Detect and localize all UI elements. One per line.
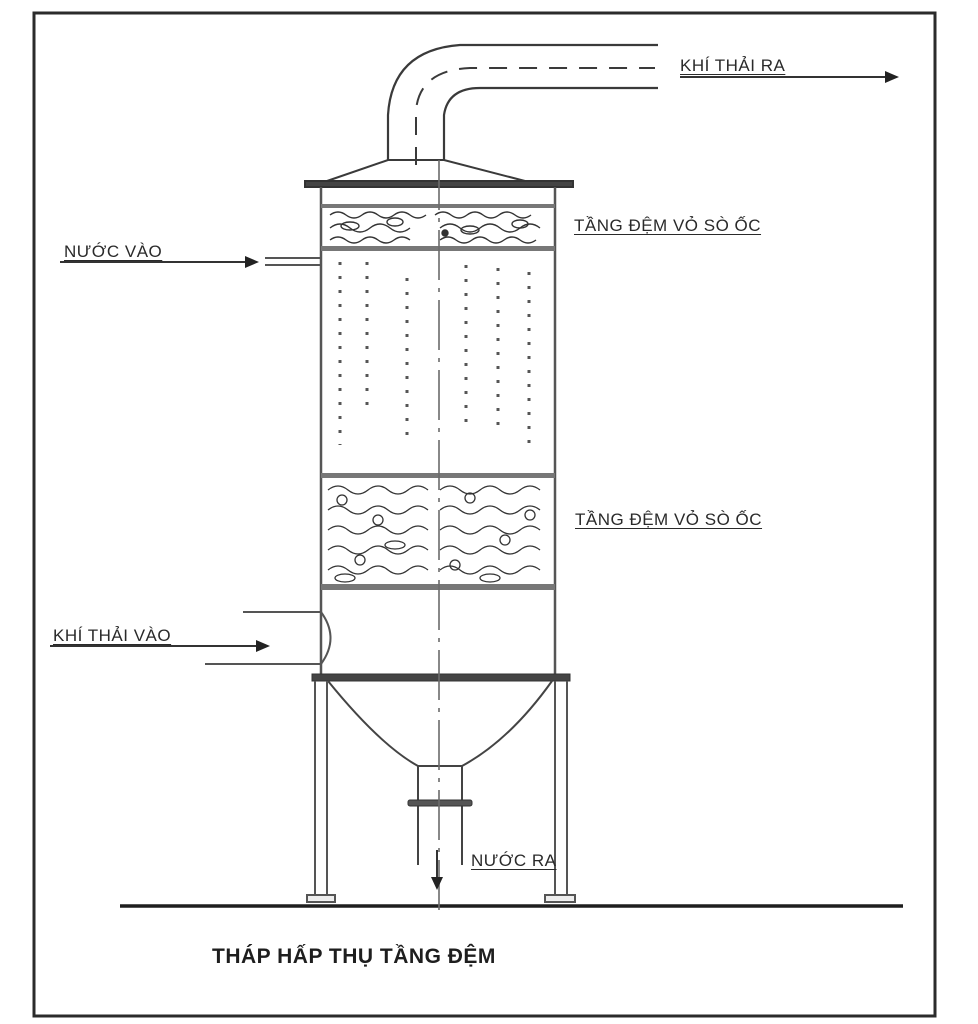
label-gas-in: KHÍ THẢI VÀO [53, 626, 172, 645]
water-out-arrow-icon [431, 850, 443, 890]
spray-droplet-columns [338, 262, 531, 450]
drain-flange [407, 799, 473, 807]
diagram-title: THÁP HẤP THỤ TẦNG ĐỆM [212, 945, 496, 968]
water-in-arrow-icon [60, 256, 259, 268]
column-shell [319, 187, 557, 676]
label-packing-bottom: TẦNG ĐỆM VỎ SÒ ỐC [575, 510, 763, 529]
bottom-packing-layer [321, 473, 555, 590]
gas-inlet-duct [205, 611, 332, 665]
bottom-hopper [327, 680, 553, 865]
outer-frame [32, 11, 937, 1018]
label-packing-top: TẦNG ĐỆM VỎ SÒ ỐC [574, 216, 762, 235]
exhaust-duct [386, 43, 658, 165]
gas-in-arrow-icon [50, 640, 270, 652]
gas-out-arrow-icon [680, 71, 899, 83]
label-water-in: NƯỚC VÀO [64, 242, 163, 261]
label-water-out: NƯỚC RA [471, 851, 557, 870]
label-gas-out: KHÍ THẢI RA [680, 56, 786, 75]
support-legs [306, 681, 576, 903]
top-packing-layer [321, 204, 555, 251]
water-inlet-pipe [265, 257, 321, 266]
bottom-flange [311, 673, 571, 682]
